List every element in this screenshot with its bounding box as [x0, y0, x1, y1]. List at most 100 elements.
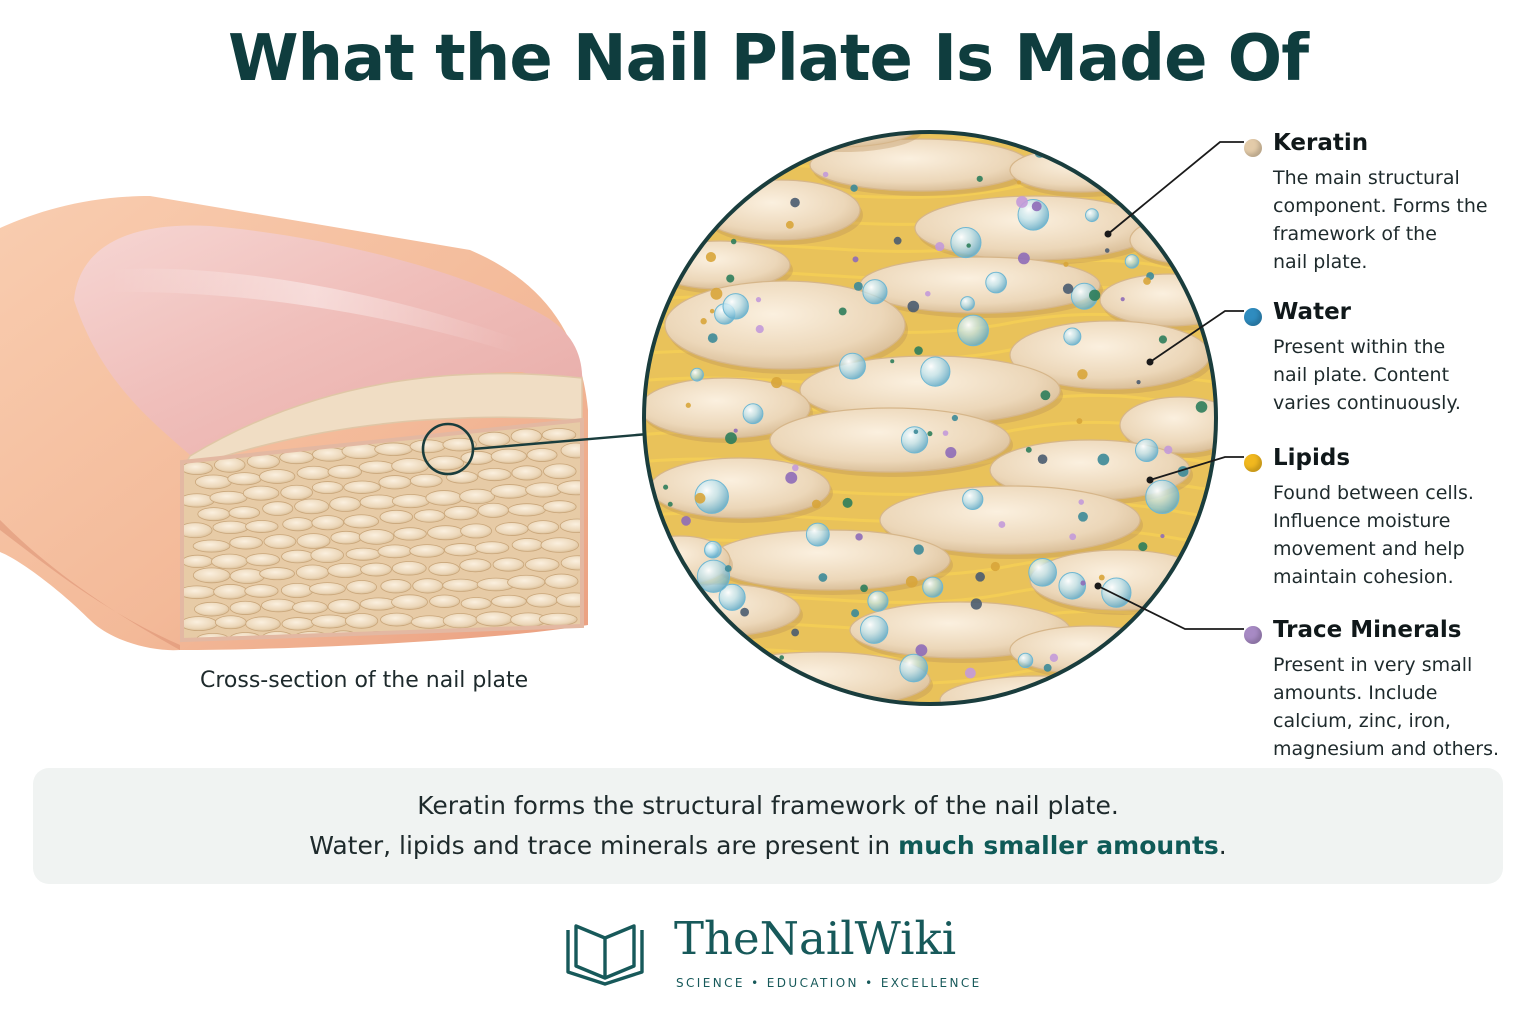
cross-section-cell — [343, 480, 381, 494]
cross-section-cell — [538, 612, 578, 626]
brand-name: TheNailWiki — [674, 912, 957, 965]
mineral-bead — [665, 154, 677, 167]
cross-section-cell — [193, 601, 230, 617]
water-bubble — [690, 367, 704, 382]
page-title: What the Nail Plate Is Made Of — [227, 22, 1309, 96]
water-bubble — [742, 403, 764, 425]
water-bubble — [957, 314, 989, 347]
open-book-logo-icon — [566, 924, 644, 986]
cross-section-cell — [214, 615, 247, 630]
mineral-bead — [730, 238, 737, 245]
mineral-bead — [1031, 201, 1042, 212]
mineral-bead — [1059, 694, 1066, 700]
mineral-bead — [791, 145, 803, 157]
cross-section-cell — [555, 592, 580, 608]
cross-section-cell — [359, 597, 398, 611]
cross-section-cell — [409, 439, 446, 454]
mineral-bead — [942, 430, 949, 436]
cross-section-cell — [229, 600, 262, 615]
mineral-bead — [975, 572, 985, 582]
mineral-bead — [905, 575, 918, 588]
mineral-bead — [1037, 454, 1048, 464]
mineral-bead — [1040, 390, 1051, 401]
cross-section-cell — [380, 579, 412, 594]
cross-section-cell — [358, 529, 395, 545]
keratin-cell — [769, 407, 1011, 473]
water-leader — [1149, 310, 1244, 363]
cross-section-cell — [511, 465, 543, 481]
mineral-bead — [998, 521, 1006, 528]
cross-section-cell — [374, 442, 413, 456]
water-bubble — [645, 250, 679, 285]
water-bubble — [859, 615, 889, 644]
cross-section-cell — [310, 547, 344, 564]
cross-section-cell — [490, 484, 530, 499]
water-bubble — [985, 271, 1007, 294]
water-bubble — [922, 576, 944, 598]
cross-section-cell — [391, 594, 428, 610]
keratin-cell — [1009, 625, 1171, 675]
cross-section-cell — [379, 509, 414, 524]
mineral-bead — [1180, 637, 1188, 645]
mineral-bead — [661, 258, 668, 265]
mineral-bead — [685, 402, 691, 408]
mineral-bead — [1097, 453, 1110, 466]
cross-section-cell — [560, 555, 580, 571]
water-bubble — [648, 241, 675, 268]
water-bubble — [1063, 327, 1082, 346]
water-bubble — [960, 296, 975, 311]
magnified-view — [642, 130, 1218, 706]
summary-emphasis: much smaller amounts — [898, 831, 1219, 860]
mineral-bead — [703, 170, 715, 182]
cross-section-cell — [360, 562, 392, 577]
mineral-bead — [1160, 533, 1165, 539]
cross-section-cell — [544, 573, 579, 589]
mineral-bead — [755, 297, 762, 303]
mineral-bead — [1078, 511, 1088, 522]
mineral-bead — [1043, 663, 1052, 672]
cross-section-cell — [460, 450, 494, 465]
cross-section-cell — [182, 616, 218, 632]
mineral-bead — [1158, 335, 1168, 344]
cross-section-cell — [409, 473, 443, 488]
mineral-bead — [822, 171, 829, 178]
cross-section-cell — [557, 630, 580, 640]
cross-section-cell — [245, 616, 281, 632]
cross-section-cell — [412, 578, 444, 594]
mineral-bead — [945, 447, 957, 459]
cross-section-cell — [410, 615, 448, 629]
mineral-bead — [1016, 180, 1021, 185]
water-bubble — [867, 590, 889, 612]
cross-section-cell — [182, 493, 215, 508]
mineral-bead — [724, 565, 732, 572]
cross-section-cell — [345, 547, 381, 561]
keratin-leader — [1107, 141, 1244, 235]
keratin-cell — [1129, 215, 1216, 265]
mineral-bead — [681, 515, 691, 526]
mineral-bead — [1199, 145, 1208, 153]
cross-section-caption: Cross-section of the nail plate — [200, 668, 529, 693]
mineral-bead — [1017, 252, 1030, 265]
keratin-cell-shadow — [1093, 132, 1213, 145]
water-bubble — [696, 559, 731, 593]
mineral-bead — [799, 699, 808, 704]
water-bubble — [1169, 171, 1201, 202]
mineral-bead — [707, 333, 718, 343]
mineral-bead — [740, 607, 750, 617]
mineral-bead — [648, 612, 654, 619]
cross-section-cell — [495, 522, 529, 536]
cross-section-cell — [527, 630, 561, 640]
cross-section-cell — [327, 464, 362, 479]
water-bubble — [862, 279, 888, 305]
cross-section-cell — [391, 458, 429, 474]
cross-section-cell — [228, 506, 261, 520]
mineral-bead — [1025, 446, 1032, 453]
cross-section-cell — [460, 523, 493, 539]
mineral-bead — [791, 628, 800, 637]
mineral-bead — [1173, 222, 1181, 230]
cross-section-cell — [442, 613, 479, 629]
mineral-bead — [1187, 277, 1197, 287]
mineral-bead — [1143, 277, 1151, 285]
water-bubble — [900, 426, 929, 454]
cross-section-cell — [242, 485, 280, 501]
